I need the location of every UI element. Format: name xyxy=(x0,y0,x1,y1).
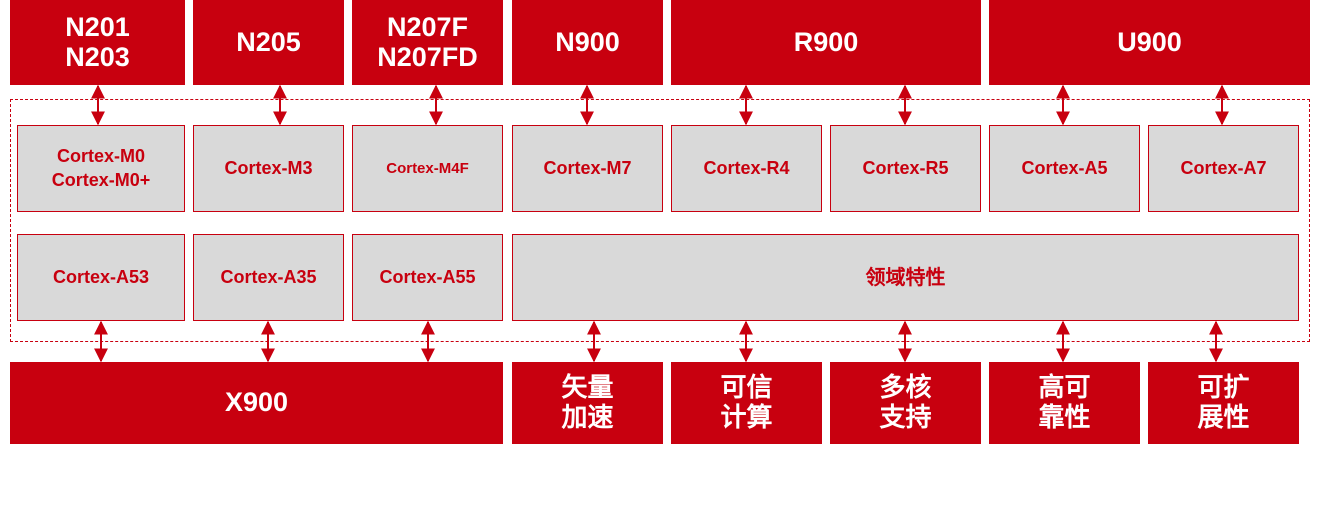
core-cortex-r5: Cortex-R5 xyxy=(830,125,981,212)
core-cortex-r4: Cortex-R4 xyxy=(671,125,822,212)
bottom-box-scalability: 可扩 展性 xyxy=(1148,362,1299,444)
bottom-box-high-reliability: 高可 靠性 xyxy=(989,362,1140,444)
core-cortex-a53: Cortex-A53 xyxy=(17,234,185,321)
cores-dashed-frame xyxy=(10,99,1310,342)
top-box-n207f-n207fd: N207F N207FD xyxy=(352,0,503,85)
top-box-u900: U900 xyxy=(989,0,1310,85)
bottom-box-vector-acceleration: 矢量 加速 xyxy=(512,362,663,444)
top-box-n900: N900 xyxy=(512,0,663,85)
top-box-n201-n203: N201 N203 xyxy=(10,0,185,85)
core-cortex-a35: Cortex-A35 xyxy=(193,234,344,321)
core-domain-features: 领域特性 xyxy=(512,234,1299,321)
bottom-box-trusted-computing: 可信 计算 xyxy=(671,362,822,444)
top-box-r900: R900 xyxy=(671,0,981,85)
core-cortex-a5: Cortex-A5 xyxy=(989,125,1140,212)
top-box-n205: N205 xyxy=(193,0,344,85)
bottom-box-multicore-support: 多核 支持 xyxy=(830,362,981,444)
core-cortex-a7: Cortex-A7 xyxy=(1148,125,1299,212)
core-cortex-m4f: Cortex-M4F xyxy=(352,125,503,212)
core-cortex-a55: Cortex-A55 xyxy=(352,234,503,321)
bottom-box-x900: X900 xyxy=(10,362,503,444)
core-cortex-m3: Cortex-M3 xyxy=(193,125,344,212)
core-cortex-m0-m0plus: Cortex-M0 Cortex-M0+ xyxy=(17,125,185,212)
core-cortex-m7: Cortex-M7 xyxy=(512,125,663,212)
